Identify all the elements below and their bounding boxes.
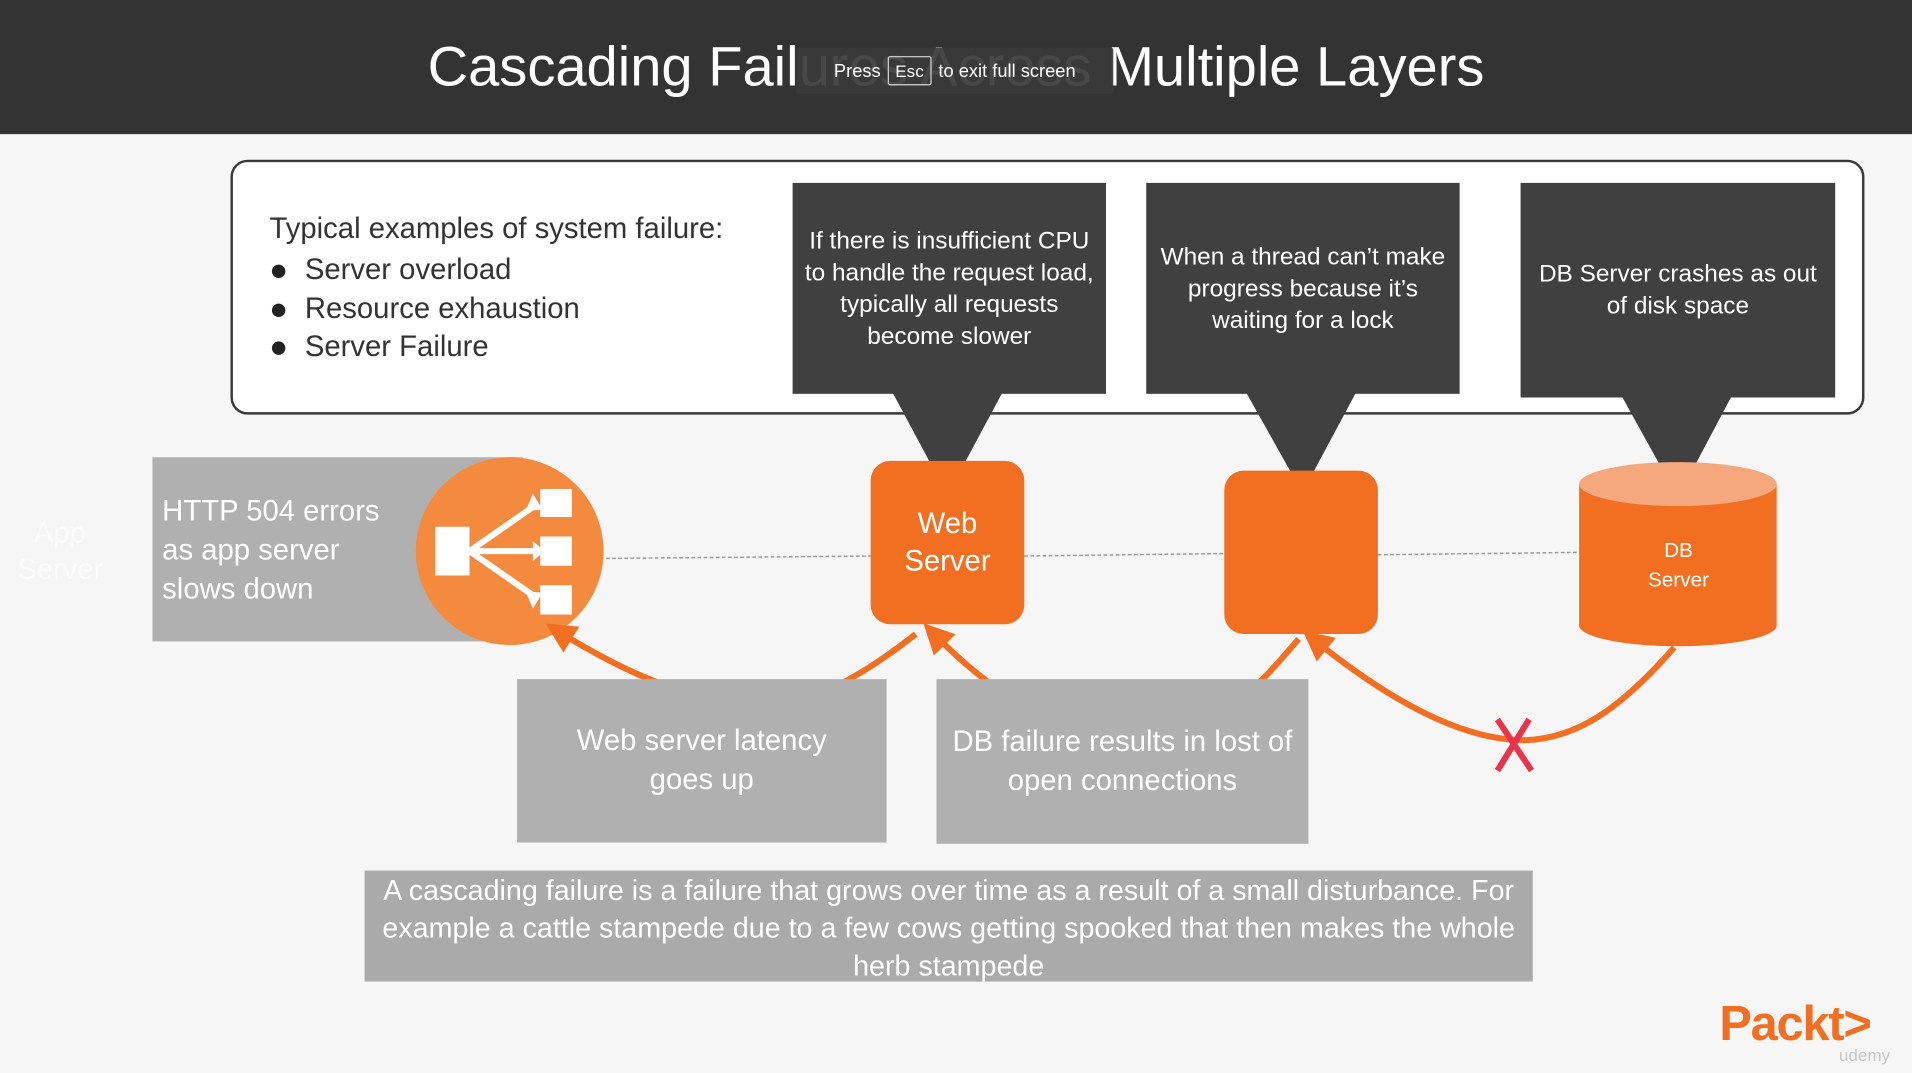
arrow-db-to-app xyxy=(1302,630,1677,744)
esc-hint-press: Press xyxy=(833,60,881,82)
example-item: Resource exhaustion xyxy=(269,290,580,328)
example-item: Server Failure xyxy=(269,328,579,366)
callout-pointer-disk xyxy=(1621,396,1732,498)
load-balancer-icon xyxy=(415,457,604,646)
web-server-node: Web Server xyxy=(870,460,1025,625)
esc-key[interactable]: Esc xyxy=(887,56,932,86)
udemy-watermark: udemy xyxy=(1838,1044,1891,1065)
web-latency-text: Web server latency goes up xyxy=(576,724,827,797)
examples-list: Server overload Resource exhaustion Serv… xyxy=(269,251,580,366)
db-server-cylinder xyxy=(1579,462,1777,647)
db-server-label: DB Server xyxy=(1647,538,1710,592)
connector-app-db xyxy=(1377,551,1580,556)
esc-hint-suffix: to exit full screen xyxy=(938,60,1076,82)
exit-fullscreen-hint: Press Esc to exit full screen xyxy=(796,47,1114,94)
http-504-text: HTTP 504 errors as app server slows down xyxy=(162,495,380,607)
callout-pointer-cpu xyxy=(892,392,1003,496)
web-latency-box: Web server latency goes up xyxy=(517,679,887,843)
callout-cpu: If there is insufficient CPU to handle t… xyxy=(792,182,1106,394)
packt-logo: Packt> xyxy=(1719,997,1872,1052)
x-mark-icon xyxy=(1494,717,1535,773)
cascading-failure-definition: A cascading failure is a failure that gr… xyxy=(364,870,1533,982)
app-server-label: App Server xyxy=(17,516,104,587)
callout-pointer-thread xyxy=(1246,392,1356,493)
examples-heading: Typical examples of system failure: xyxy=(269,212,724,246)
callout-disk: DB Server crashes as out of disk space xyxy=(1520,182,1836,398)
web-server-label: Web Server xyxy=(904,507,991,578)
db-failure-box: DB failure results in lost of open conne… xyxy=(936,679,1309,844)
connector-web-app xyxy=(1024,552,1225,557)
app-server-node xyxy=(1224,470,1378,635)
callout-thread: When a thread can’t make progress becaus… xyxy=(1146,182,1460,394)
db-failure-text: DB failure results in lost of open conne… xyxy=(952,724,1293,797)
connector-app-web xyxy=(606,555,871,560)
example-item: Server overload xyxy=(269,251,579,289)
